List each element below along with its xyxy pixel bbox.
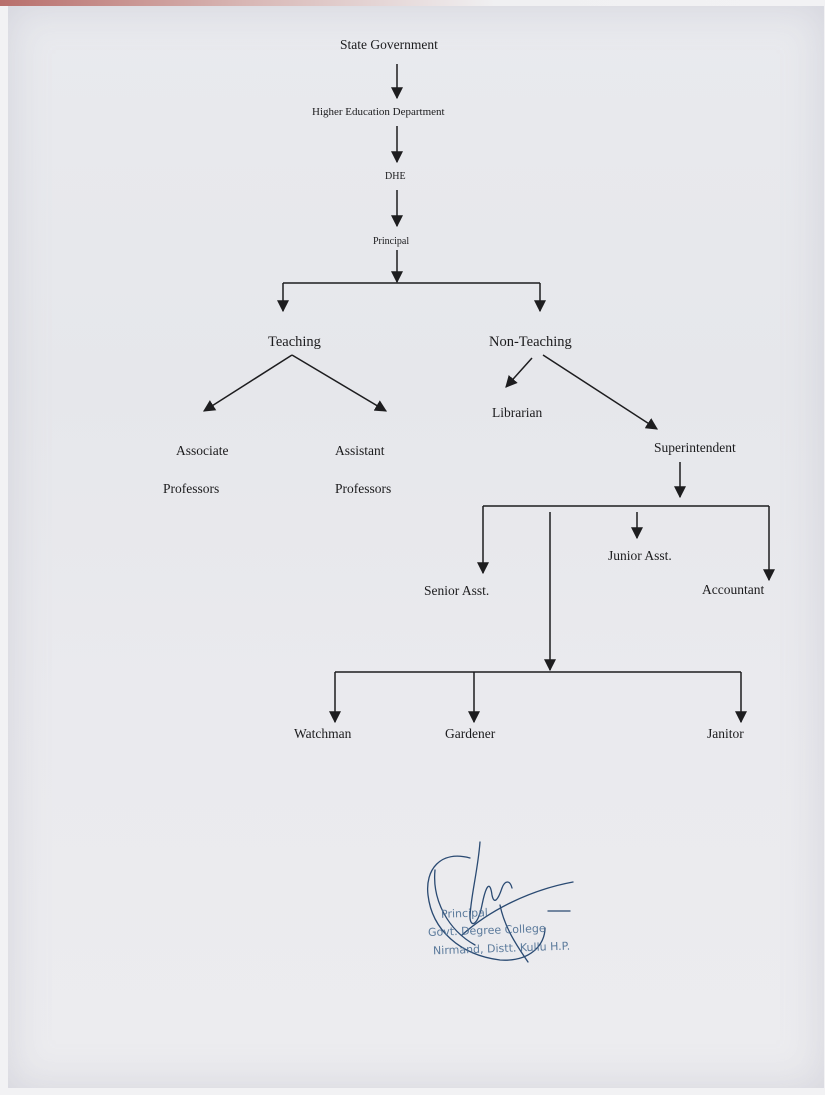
node-librarian: Librarian (492, 405, 543, 420)
node-janitor: Janitor (707, 726, 744, 741)
node-state-government: State Government (340, 37, 438, 52)
node-teaching: Teaching (268, 334, 321, 350)
node-assistant-professors: Professors (335, 481, 392, 496)
arrow-to-associate (202, 354, 293, 412)
node-non-teaching: Non-Teaching (489, 334, 572, 350)
node-accountant: Accountant (702, 582, 765, 597)
node-associate-professors: Professors (163, 481, 220, 496)
node-assistant: Assistant (335, 443, 385, 458)
stamp-text-principal: Principal (440, 906, 489, 921)
page-top-edge (0, 0, 825, 6)
node-superintendent: Superintendent (654, 440, 736, 455)
arrow-to-assistant (291, 354, 388, 412)
node-senior-asst: Senior Asst. (424, 583, 490, 598)
node-associate: Associate (176, 443, 229, 458)
document-paper (8, 6, 824, 1088)
node-principal: Principal (373, 236, 410, 247)
node-junior-asst: Junior Asst. (608, 548, 672, 563)
node-watchman: Watchman (294, 726, 352, 741)
node-dhe: DHE (385, 171, 406, 182)
arrow-to-superintendent (542, 354, 659, 430)
node-gardener: Gardener (445, 726, 496, 741)
node-higher-education-department: Higher Education Department (312, 106, 445, 118)
arrow-to-librarian (505, 357, 533, 388)
